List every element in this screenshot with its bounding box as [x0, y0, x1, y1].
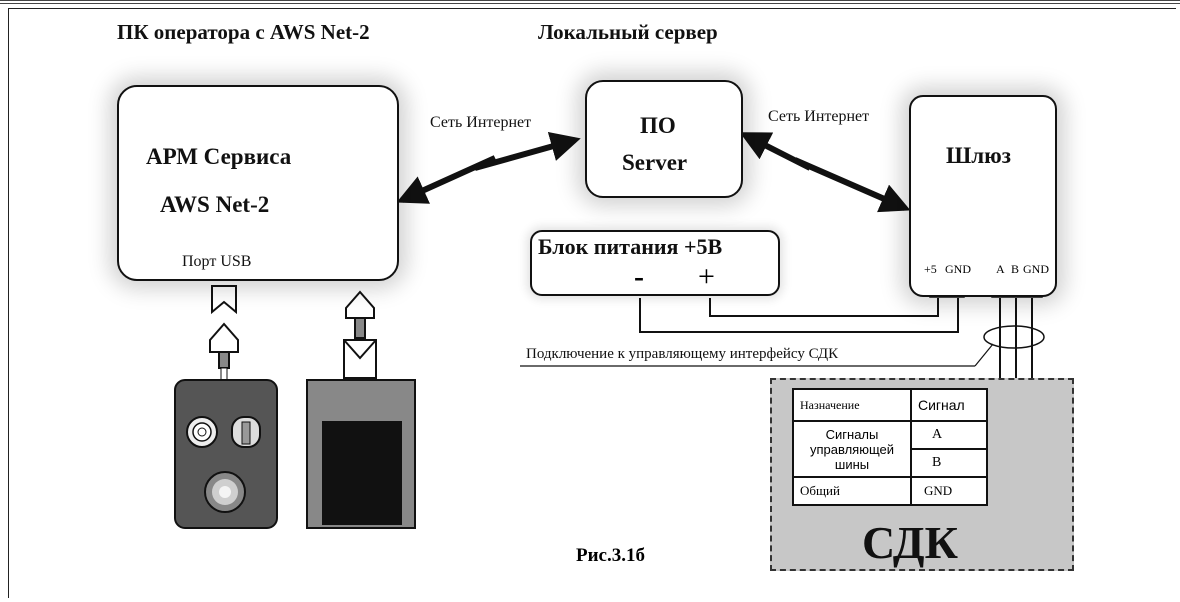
gateway-box [909, 95, 1057, 297]
local-server-heading: Локальный сервер [538, 20, 718, 44]
signal-b: B [910, 448, 988, 478]
usb-port-shape [211, 285, 237, 315]
top-border [0, 0, 1180, 4]
power-supply-title: Блок питания +5В [538, 234, 723, 259]
label-leader [974, 343, 994, 367]
token-device [306, 379, 416, 529]
arm-subtitle: AWS Net-2 [160, 192, 270, 217]
row-common: Общий [792, 476, 912, 506]
col-signal: Сигнал [910, 388, 988, 422]
terminal-label-gnd1: GND [945, 262, 971, 276]
signal-gnd: GND [910, 476, 988, 506]
usb-plug-left [209, 322, 239, 381]
internet-link-left [396, 132, 581, 204]
power-wire-plus [709, 298, 939, 317]
terminal-label-a: A [996, 262, 1005, 276]
operator-pc-heading: ПК оператора с AWS Net-2 [117, 20, 370, 44]
usb-plug-right [343, 290, 377, 379]
terminal-label-b: B [1011, 262, 1020, 276]
sdk-title: СДК [862, 517, 958, 568]
terminal-label-gnd2: GND [1023, 262, 1049, 276]
arm-service-box [117, 85, 399, 281]
reader-device [174, 379, 278, 529]
signal-table: Назначение Сигнал Сигналы управляющей ши… [792, 388, 988, 506]
server-box [585, 80, 743, 198]
server-line1: ПО [640, 113, 676, 138]
power-supply-box [530, 230, 780, 296]
power-wire-minus [639, 298, 959, 333]
terminal-label-plus5: +5 [924, 262, 937, 276]
arm-title: АРМ Сервиса [146, 144, 292, 169]
signal-a: A [910, 420, 988, 450]
internet-label-left: Сеть Интернет [430, 114, 532, 131]
internet-label-right: Сеть Интернет [768, 108, 870, 125]
gateway-title: Шлюз [946, 143, 1011, 168]
connection-label: Подключение к управляющему интерфейсу СД… [526, 346, 839, 362]
cable-ellipse [983, 325, 1045, 349]
diagram-frame [8, 8, 1176, 598]
power-plus-sign: + [698, 260, 715, 293]
row-bus-signals: Сигналы управляющей шины [792, 420, 912, 478]
power-minus-sign: - [634, 260, 644, 293]
server-line2: Server [622, 150, 688, 175]
col-purpose: Назначение [792, 388, 912, 422]
internet-link-right [739, 132, 911, 213]
figure-caption: Рис.3.1б [576, 545, 645, 566]
usb-port-label: Порт USB [182, 253, 252, 270]
